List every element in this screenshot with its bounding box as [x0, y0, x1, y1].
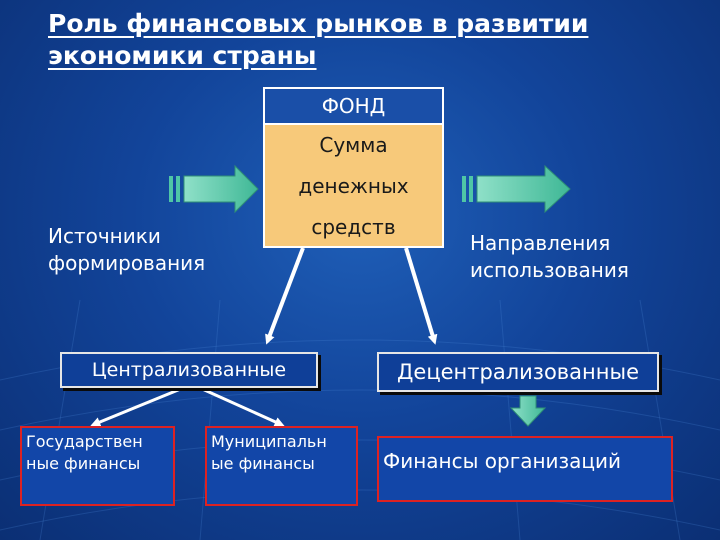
sources-label: Источники формирования: [48, 223, 205, 277]
state-line-2: ные финансы: [26, 454, 141, 473]
down-arrow: [509, 395, 547, 427]
sources-line-1: Источники: [48, 224, 161, 248]
directions-line-2: использования: [470, 258, 629, 282]
directions-label: Направления использования: [470, 230, 629, 284]
municipal-finance-box: Муниципальн ые финансы: [205, 426, 358, 506]
page-title: Роль финансовых рынков в развитии эконом…: [48, 9, 589, 70]
to-decentralized-arrow: [404, 247, 438, 345]
to-municipal-arrow: [199, 386, 285, 427]
state-finance-box: Государствен ные финансы: [20, 426, 175, 506]
state-line-1: Государствен: [26, 432, 143, 451]
output-arrow: [462, 164, 571, 214]
fund-body: Сумма денежных средств: [263, 125, 444, 248]
input-arrow: [169, 164, 259, 214]
municipal-line-1: Муниципальн: [211, 432, 327, 451]
directions-line-1: Направления: [470, 231, 611, 255]
fund-line-1: Сумма: [319, 133, 388, 157]
fund-line-2: денежных: [298, 174, 409, 198]
municipal-line-2: ые финансы: [211, 454, 315, 473]
fund-header: ФОНД: [263, 87, 444, 125]
org-finance-box: Финансы организаций: [377, 436, 673, 502]
sources-line-2: формирования: [48, 251, 206, 275]
to-state-arrow: [90, 386, 184, 427]
centralized-box: Централизованные: [60, 352, 318, 388]
to-centralized-arrow: [265, 247, 305, 345]
decentralized-box: Децентрализованные: [377, 352, 659, 392]
fund-line-3: средств: [311, 215, 396, 239]
